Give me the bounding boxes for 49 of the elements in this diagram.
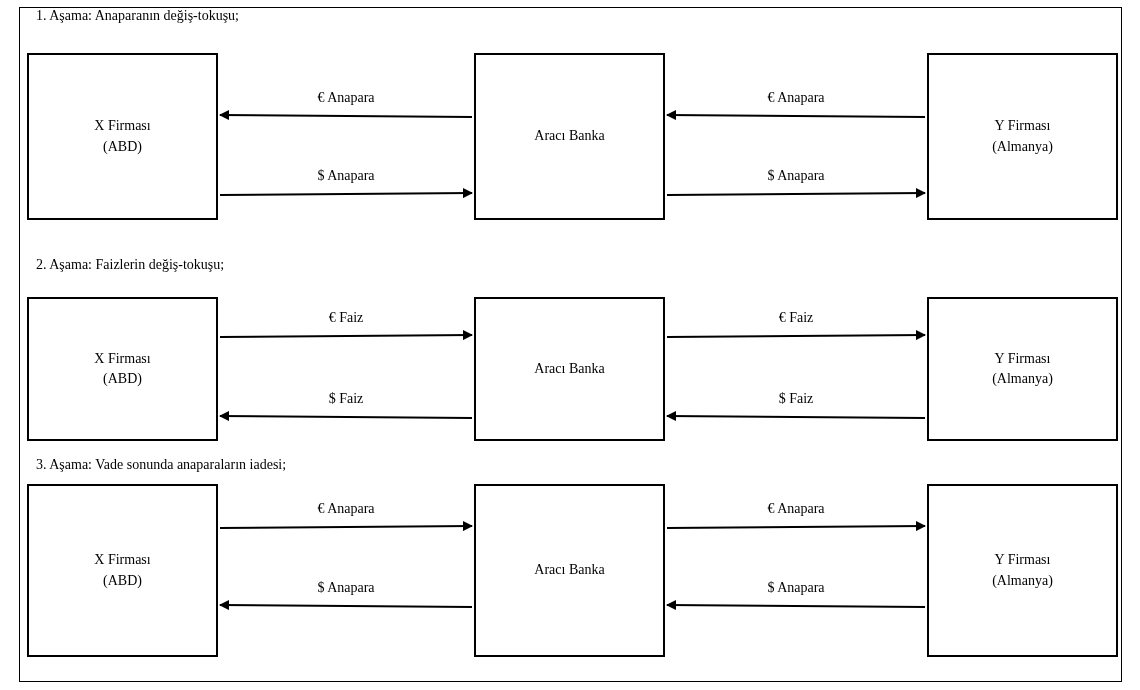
box-text: (Almanya) <box>992 571 1053 590</box>
edge-label: € Anapara <box>315 501 377 517</box>
edge-label: $ Faiz <box>326 391 366 407</box>
edge-label: € Anapara <box>765 501 827 517</box>
entity-box <box>474 53 665 220</box>
edge-label: $ Anapara <box>315 580 377 596</box>
entity-box <box>927 53 1118 220</box>
box-text: Y Firması <box>994 349 1051 368</box>
box-text: (ABD) <box>103 370 142 388</box>
arrow <box>219 521 473 532</box>
box-text: X Firması <box>94 349 151 368</box>
entity-box <box>27 53 218 220</box>
edge-label: € Anapara <box>765 90 827 106</box>
arrow <box>219 188 473 199</box>
arrow <box>666 411 926 422</box>
box-text: Y Firması <box>994 551 1051 570</box>
box-text: X Firması <box>94 117 151 136</box>
arrow <box>219 110 473 121</box>
box-text: (Almanya) <box>992 370 1053 388</box>
box-text: Aracı Banka <box>534 359 605 378</box>
entity-box <box>474 484 665 657</box>
edge-label: $ Anapara <box>765 580 827 596</box>
edge-label: $ Anapara <box>315 168 377 184</box>
box-text: (ABD) <box>103 571 142 590</box>
box-text: Y Firması <box>994 117 1051 136</box>
entity-box <box>927 297 1118 441</box>
arrow <box>666 188 926 199</box>
arrow <box>666 330 926 341</box>
entity-box <box>27 484 218 657</box>
arrow <box>666 521 926 532</box>
edge-label: € Anapara <box>315 90 377 106</box>
box-text: Aracı Banka <box>534 561 605 580</box>
box-text: X Firması <box>94 551 151 570</box>
stage-heading: 1. Aşama: Anaparanın değiş-tokuşu; <box>36 8 239 24</box>
box-text: (ABD) <box>103 137 142 156</box>
stage-heading: 3. Aşama: Vade sonunda anaparaların iadesi; <box>36 457 287 473</box>
arrow <box>219 330 473 341</box>
arrow <box>666 110 926 121</box>
entity-box <box>27 297 218 441</box>
entity-box <box>927 484 1118 657</box>
edge-label: $ Anapara <box>765 168 827 184</box>
arrow <box>219 600 473 611</box>
box-text: Aracı Banka <box>534 127 605 146</box>
arrow <box>219 411 473 422</box>
stage-heading: 2. Aşama: Faizlerin değiş-tokuşu; <box>36 257 225 273</box>
box-text: (Almanya) <box>992 137 1053 156</box>
edge-label: $ Faiz <box>776 391 816 407</box>
arrow <box>666 600 926 611</box>
entity-box <box>474 297 665 441</box>
